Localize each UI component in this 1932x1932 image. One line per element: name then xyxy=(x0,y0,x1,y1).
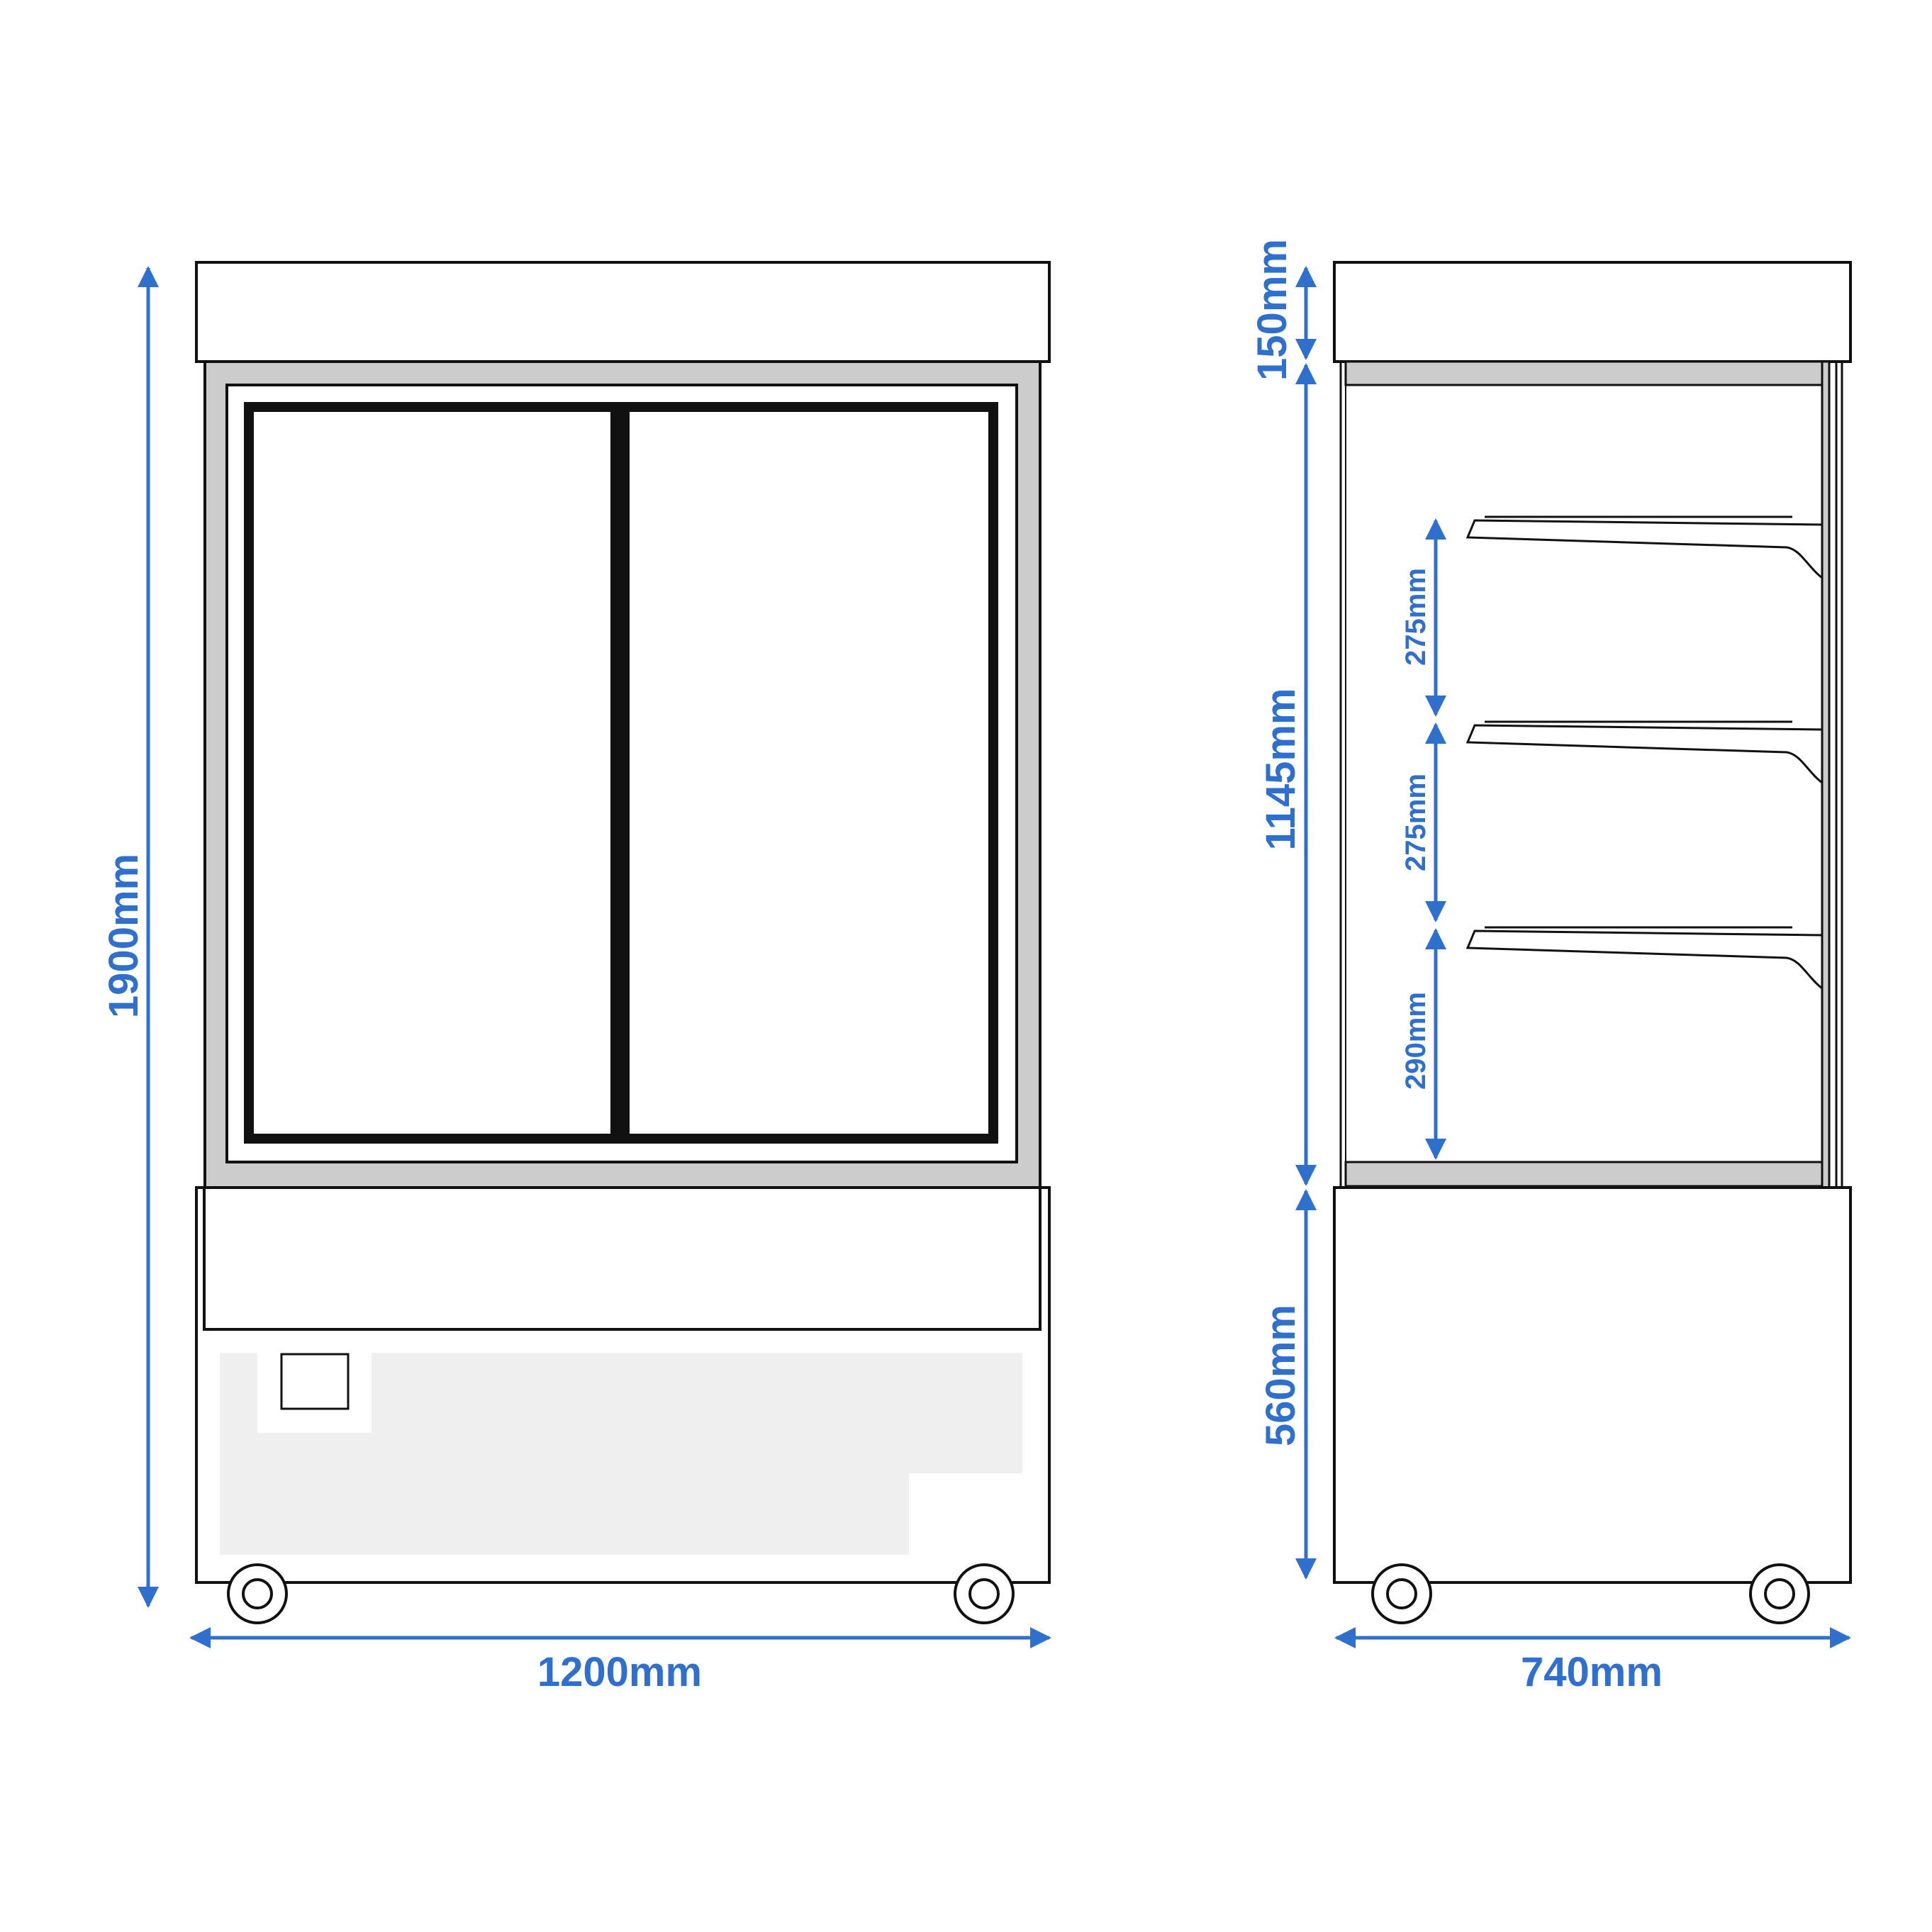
side-bottom-strip xyxy=(1344,1161,1826,1188)
shelf-gap-label-1: 275mm xyxy=(1400,568,1431,666)
side-top-strip xyxy=(1344,360,1826,386)
control-panel xyxy=(280,1353,350,1410)
shelf-1 xyxy=(1465,515,1824,581)
canopy-height-label: 150mm xyxy=(1249,239,1295,381)
side-depth-dimension: 740mm xyxy=(1334,1627,1851,1695)
side-depth-label: 740mm xyxy=(1521,1649,1663,1695)
front-height-dimension: 1900mm xyxy=(101,266,159,1608)
front-canopy xyxy=(195,261,1051,363)
front-height-label: 1900mm xyxy=(101,854,147,1018)
front-wheels xyxy=(227,1563,1015,1624)
side-base xyxy=(1333,1186,1852,1584)
shelf-3 xyxy=(1465,926,1824,991)
side-shelves xyxy=(1465,515,1824,991)
right-sliding-door xyxy=(620,402,998,1144)
front-width-label: 1200mm xyxy=(537,1649,702,1695)
shelf-2 xyxy=(1465,720,1824,786)
display-height-label: 1145mm xyxy=(1258,688,1304,851)
base-height-label: 560mm xyxy=(1258,1305,1304,1446)
left-sliding-door xyxy=(244,402,620,1144)
front-width-dimension: 1200mm xyxy=(189,1627,1051,1695)
front-vent-grille xyxy=(220,1353,1022,1555)
side-wheels xyxy=(1371,1563,1810,1624)
side-canopy xyxy=(1333,261,1852,363)
shelf-gap-label-2: 275mm xyxy=(1400,774,1431,871)
side-view xyxy=(1333,261,1852,1584)
shelf-gap-label-3: 290mm xyxy=(1400,992,1431,1090)
front-base-panel xyxy=(203,1186,1042,1331)
